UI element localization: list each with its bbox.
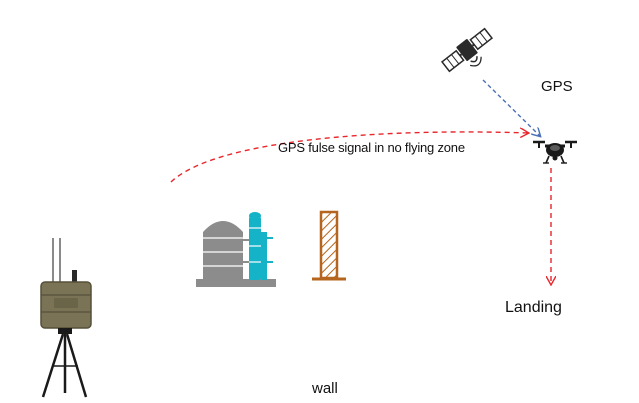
gps-link-arrow [482, 79, 540, 136]
wall-icon [312, 210, 346, 281]
fake-signal-label: GPS fulse signal in no flying zone [278, 140, 465, 155]
factory-icon [196, 212, 276, 287]
satellite-icon [440, 27, 494, 73]
drone-icon [533, 140, 577, 164]
gps-label: GPS [541, 78, 573, 95]
fake-signal-arrow [170, 132, 528, 183]
wall-label: wall [312, 380, 338, 397]
jammer-tripod-icon [40, 238, 92, 398]
landing-label: Landing [505, 299, 562, 316]
